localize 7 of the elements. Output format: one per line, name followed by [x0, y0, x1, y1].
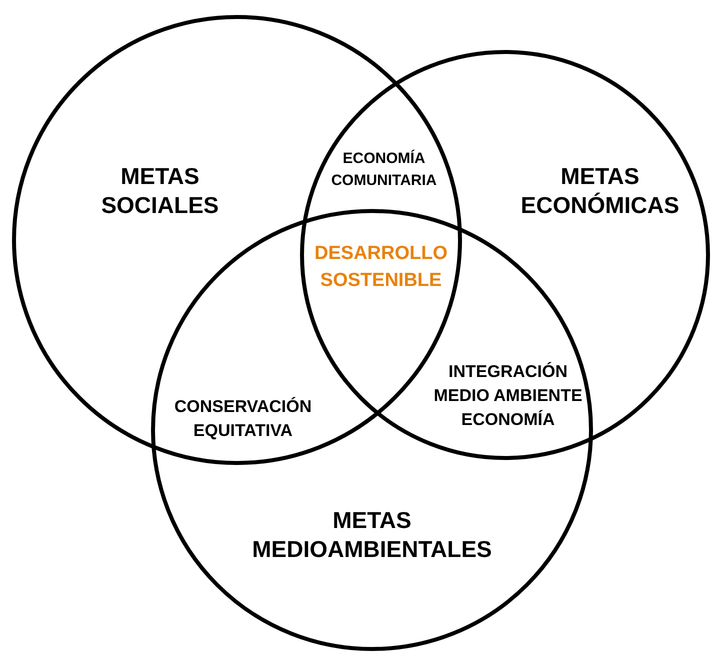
overlap-label: INTEGRACIÓN MEDIO AMBIENTE ECONOMÍA — [432, 361, 584, 431]
circle-title: METAS SOCIALES — [100, 162, 220, 220]
center-label: DESARROLLO SOSTENIBLE — [314, 242, 448, 293]
overlap-label: ECONOMÍA COMUNITARIA — [330, 148, 438, 191]
circle-title: METAS ECONÓMICAS — [520, 162, 680, 220]
circle-title: METAS MEDIOAMBIENTALES — [251, 506, 493, 564]
overlap-label: CONSERVACIÓN EQUITATIVA — [173, 396, 313, 442]
